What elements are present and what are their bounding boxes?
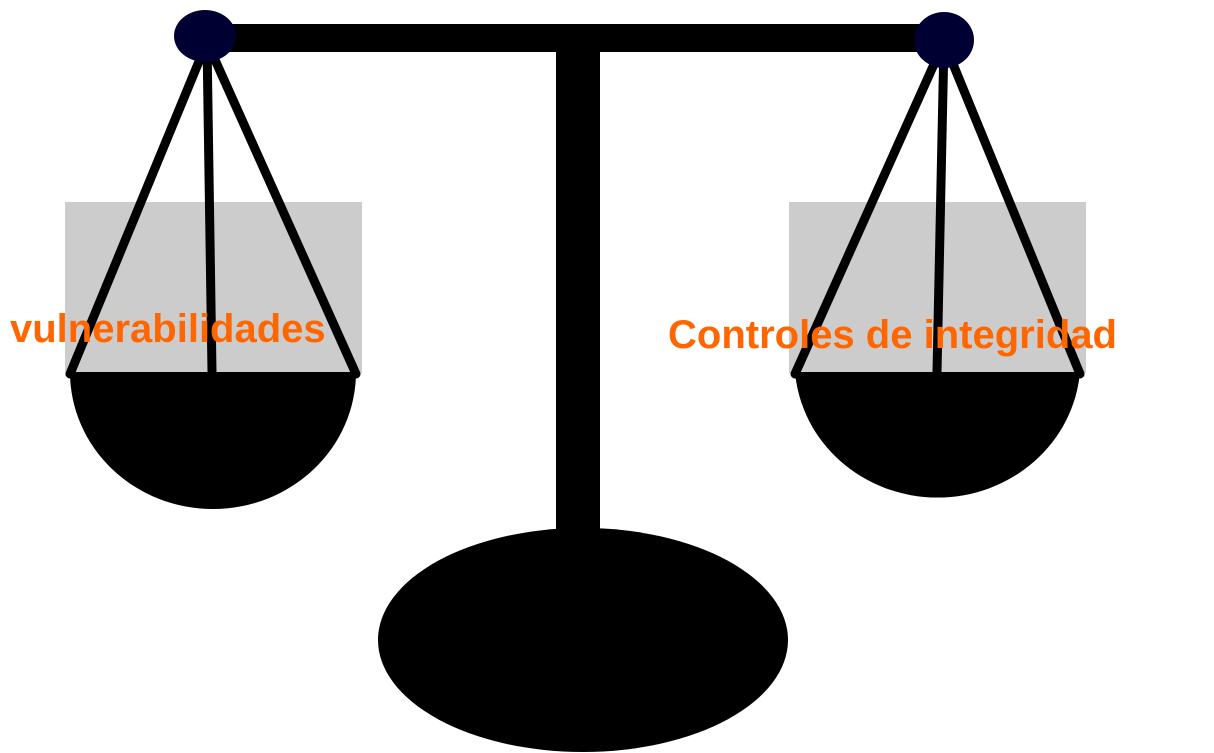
left-strings xyxy=(65,37,361,379)
left-pan xyxy=(70,372,356,509)
left-pivot xyxy=(174,10,236,62)
left-pan-label: vulnerabilidades xyxy=(10,307,326,351)
right-pan-label: Controles de integridad xyxy=(668,313,1117,357)
scale-beam xyxy=(205,24,945,52)
scale-pillar xyxy=(556,40,600,535)
right-strings xyxy=(790,37,1085,379)
right-pivot xyxy=(914,12,974,68)
right-pan xyxy=(795,372,1080,498)
scale-base xyxy=(378,528,788,752)
